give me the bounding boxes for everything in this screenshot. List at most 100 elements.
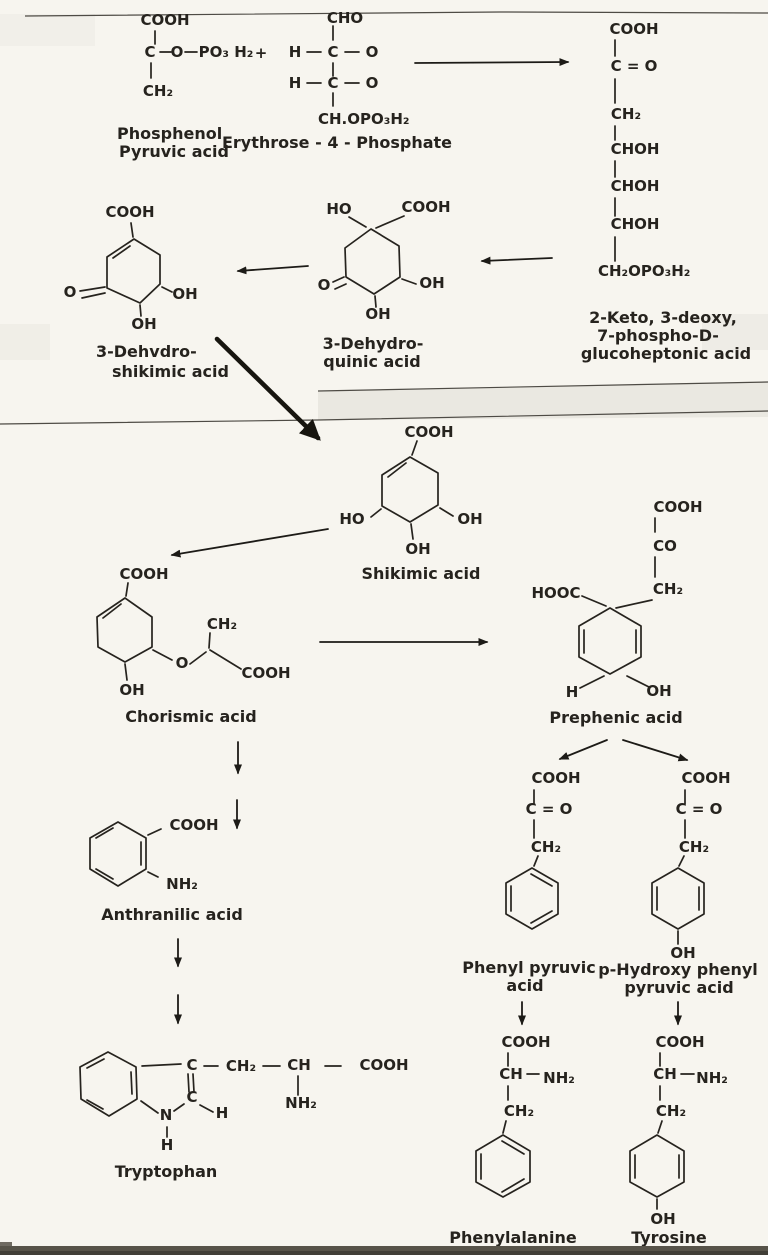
dhs-oh-right: OH	[172, 285, 197, 303]
prephenic-ch2: CH₂	[653, 580, 683, 598]
compound-anthranilic-acid: COOH NH₂ Anthranilic acid	[89, 816, 243, 924]
pep-c: C	[144, 43, 155, 61]
prephenic-cooh: COOH	[653, 498, 702, 516]
shikimic-oh-bottom: OH	[405, 540, 430, 558]
pep-cooh: COOH	[140, 11, 189, 29]
e4p-o1: O	[366, 43, 379, 61]
tryptophan-n: N	[160, 1106, 173, 1124]
anthranilic-cooh: COOH	[169, 816, 218, 834]
shikimic-oh-right: OH	[457, 510, 482, 528]
hppa-oh: OH	[670, 944, 695, 962]
plus-sign: +	[255, 44, 268, 62]
compound-3-dehydroshikimic-acid: COOH O OH OH 3-Dehvdro- shikimic acid	[64, 203, 229, 381]
ppa-co: C = O	[526, 800, 573, 818]
e4p-h1: H	[289, 43, 302, 61]
scan-edge-notch	[0, 1242, 12, 1249]
hppa-co: C = O	[676, 800, 723, 818]
tyrosine-skeleton	[629, 1052, 695, 1210]
hppa-ch2: CH₂	[679, 838, 709, 856]
pep-name-line1: Phosphenol	[117, 124, 222, 143]
tryptophan-c-low: C	[186, 1088, 197, 1106]
phenylalanine-nh2: NH₂	[543, 1069, 575, 1087]
e4p-c2: C	[327, 74, 338, 92]
e4p-cho: CHO	[327, 9, 363, 27]
ppa-name-line1: Phenyl pyruvic	[462, 958, 595, 977]
arrow-shikimic-to-chorismic	[170, 528, 329, 558]
hppa-name-line2: pyruvic acid	[624, 978, 733, 997]
compound-tyrosine: COOH CH NH₂ CH₂ OH Tyrosine	[629, 1033, 728, 1247]
hppa-cooh: COOH	[681, 769, 730, 787]
dhs-oh-bottom: OH	[131, 315, 156, 333]
arrow-prephenic-to-ppa	[558, 739, 608, 760]
e4p-c1: C	[327, 43, 338, 61]
shikimic-cooh: COOH	[404, 423, 453, 441]
anthranilic-name: Anthranilic acid	[101, 905, 243, 924]
kdph-co: C = O	[611, 57, 658, 75]
shikimic-ho: HO	[339, 510, 364, 528]
ppa-skeleton	[505, 789, 559, 930]
compound-3-dehydroquinic-acid: HO COOH O OH OH 3-Dehydro- quinic acid	[318, 198, 451, 371]
prephenic-oh: OH	[646, 682, 671, 700]
compound-phosphenol-pyruvic-acid: COOH C O PO₃ H₂ CH₂ Phosphenol Pyruvic a…	[117, 11, 253, 161]
tryptophan-ch: CH	[287, 1056, 311, 1074]
phenylalanine-name: Phenylalanine	[449, 1228, 577, 1247]
compound-tryptophan: C C N H H CH₂ CH COOH NH₂ Tryptophan	[79, 1051, 409, 1181]
chorismic-name: Chorismic acid	[125, 707, 256, 726]
dhq-o: O	[318, 276, 331, 294]
tyrosine-nh2: NH₂	[696, 1069, 728, 1087]
scan-bottom-edge-dark	[0, 1251, 768, 1255]
dhs-name-line2: shikimic acid	[112, 362, 229, 381]
tryptophan-name: Tryptophan	[115, 1162, 218, 1181]
tyrosine-cooh: COOH	[655, 1033, 704, 1051]
compound-p-hydroxy-phenyl-pyruvic-acid: COOH C = O CH₂ OH p-Hydroxy phenyl pyruv…	[598, 769, 758, 997]
kdph-name-line1: 2-Keto, 3-deoxy,	[589, 308, 737, 327]
prephenic-name: Prephenic acid	[549, 708, 682, 727]
phenylalanine-cooh: COOH	[501, 1033, 550, 1051]
kdph-choh2: CHOH	[611, 177, 660, 195]
scan-blotch	[0, 324, 50, 360]
prephenic-co: CO	[653, 537, 677, 555]
kdph-choh3: CHOH	[611, 215, 660, 233]
pep-ch2: CH₂	[143, 82, 173, 100]
kdph-choh1: CHOH	[611, 140, 660, 158]
arrow-prephenic-to-hppa	[622, 739, 689, 762]
dhq-cooh: COOH	[401, 198, 450, 216]
scan-seam-top	[24, 11, 768, 17]
chorismic-cooh: COOH	[119, 565, 168, 583]
dhq-name-line2: quinic acid	[323, 352, 420, 371]
compound-kdph: COOH C = O CH₂ CHOH CHOH CHOH CH₂OPO₃H₂ …	[581, 20, 751, 363]
phenylalanine-skeleton	[475, 1052, 540, 1198]
tryptophan-nh2: NH₂	[285, 1094, 317, 1112]
scan-seam-band	[318, 382, 768, 420]
pep-bonds	[150, 30, 198, 79]
arrow-kdph-to-dhq	[480, 256, 553, 265]
tryptophan-h-n: H	[161, 1136, 174, 1154]
phenylalanine-ch2: CH₂	[504, 1102, 534, 1120]
dhs-skeleton	[79, 222, 173, 317]
pep-po3h2: PO₃ H₂	[199, 43, 254, 61]
compound-phenyl-pyruvic-acid: COOH C = O CH₂ Phenyl pyruvic acid	[462, 769, 595, 995]
tyrosine-ch: CH	[653, 1065, 677, 1083]
scan-seam-line-upper	[317, 381, 768, 392]
prephenic-skeleton	[578, 517, 656, 689]
tryptophan-ch2: CH₂	[226, 1057, 256, 1075]
prephenic-hooc: HOOC	[531, 584, 580, 602]
dhs-name-line1: 3-Dehvdro-	[96, 342, 197, 361]
pep-name-line2: Pyruvic acid	[119, 142, 229, 161]
tryptophan-c-top: C	[186, 1056, 197, 1074]
arrow-condensation-to-kdph	[414, 58, 570, 67]
chorismic-o: O	[176, 654, 189, 672]
chorismic-skeleton	[96, 582, 242, 681]
tryptophan-cooh: COOH	[359, 1056, 408, 1074]
chorismic-ch2: CH₂	[207, 615, 237, 633]
kdph-name-line2: 7-phospho-D-	[597, 326, 719, 345]
compound-erythrose-4-phosphate: CHO H C O H C O CH.OPO₃H₂ Erythrose - 4 …	[222, 9, 452, 152]
dhq-ho: HO	[326, 200, 351, 218]
prephenic-h: H	[566, 683, 579, 701]
compound-chorismic-acid: COOH CH₂ O COOH OH Chorismic acid	[96, 565, 291, 726]
dhs-o: O	[64, 283, 77, 301]
scan-blotch	[702, 314, 768, 350]
